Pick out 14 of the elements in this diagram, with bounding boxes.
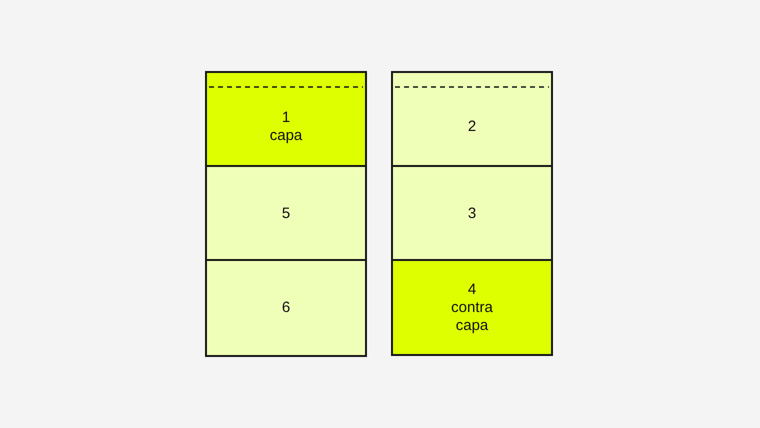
page-number: 3 [468,204,476,222]
page-number: 4 [468,280,476,298]
page-number: 5 [282,204,290,222]
page-number: 2 [468,118,476,136]
page-label: contra capa [450,298,494,334]
page-box [391,165,553,262]
page-box [391,259,553,356]
page-label: capa [268,126,304,144]
page-box [391,71,553,168]
page-number: 1 [282,108,290,126]
page-box [205,165,367,262]
page-box [205,259,367,357]
page-number: 6 [282,299,290,317]
page-box [205,71,367,168]
